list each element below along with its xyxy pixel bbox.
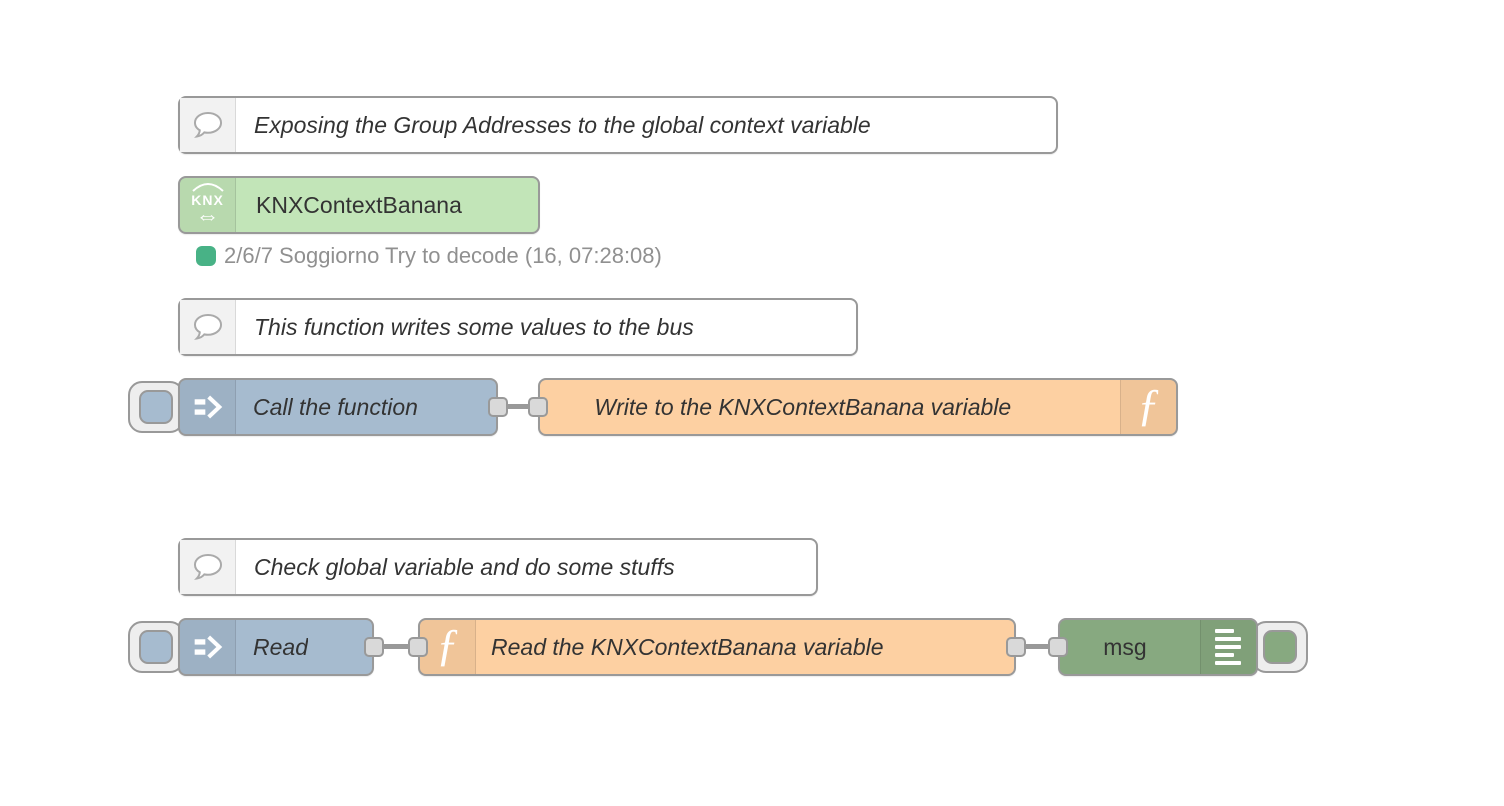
comment-node-write[interactable]: This function writes some values to the … (178, 298, 858, 356)
debug-node-msg[interactable]: msg (1058, 618, 1258, 676)
comment-icon (180, 300, 236, 354)
output-port[interactable] (488, 397, 508, 417)
comment-icon (180, 98, 236, 152)
debug-icon (1199, 620, 1256, 674)
comment-label: Check global variable and do some stuffs (254, 553, 675, 580)
inject-button-inner[interactable] (139, 630, 173, 664)
input-port[interactable] (1048, 637, 1068, 657)
comment-label: Exposing the Group Addresses to the glob… (254, 111, 871, 138)
knx-node-label: KNXContextBanana (256, 191, 462, 218)
inject-button-call[interactable] (128, 381, 184, 433)
output-port[interactable] (1006, 637, 1026, 657)
comment-icon (180, 540, 236, 594)
output-port[interactable] (364, 637, 384, 657)
inject-icon (180, 380, 236, 434)
function-node-read[interactable]: ƒ Read the KNXContextBanana variable (418, 618, 1016, 676)
wire[interactable] (370, 644, 422, 649)
inject-icon (180, 620, 236, 674)
inject-node-label: Call the function (253, 393, 418, 420)
debug-toggle-inner[interactable] (1263, 630, 1297, 664)
comment-label: This function writes some values to the … (254, 313, 694, 340)
knx-node[interactable]: KNX ⇔ KNXContextBanana (178, 176, 540, 234)
input-port[interactable] (528, 397, 548, 417)
inject-node-call[interactable]: Call the function (178, 378, 498, 436)
function-node-write[interactable]: Write to the KNXContextBanana variable ƒ (538, 378, 1178, 436)
inject-node-label: Read (253, 633, 308, 660)
wire[interactable] (494, 404, 546, 409)
knx-icon: KNX ⇔ (180, 178, 236, 232)
inject-node-read[interactable]: Read (178, 618, 374, 676)
comment-node-check[interactable]: Check global variable and do some stuffs (178, 538, 818, 596)
debug-node-label: msg (1103, 633, 1147, 660)
function-icon: ƒ (1120, 380, 1176, 434)
function-node-label: Write to the KNXContextBanana variable (594, 393, 1012, 420)
status-dot-icon (196, 246, 216, 266)
knx-status: 2/6/7 Soggiorno Try to decode (16, 07:28… (196, 243, 662, 269)
comment-node-expose[interactable]: Exposing the Group Addresses to the glob… (178, 96, 1058, 154)
function-icon: ƒ (420, 620, 476, 674)
input-port[interactable] (408, 637, 428, 657)
wire[interactable] (1012, 644, 1064, 649)
status-text: 2/6/7 Soggiorno Try to decode (16, 07:28… (224, 243, 662, 268)
inject-button-inner[interactable] (139, 390, 173, 424)
function-node-label: Read the KNXContextBanana variable (491, 633, 884, 660)
